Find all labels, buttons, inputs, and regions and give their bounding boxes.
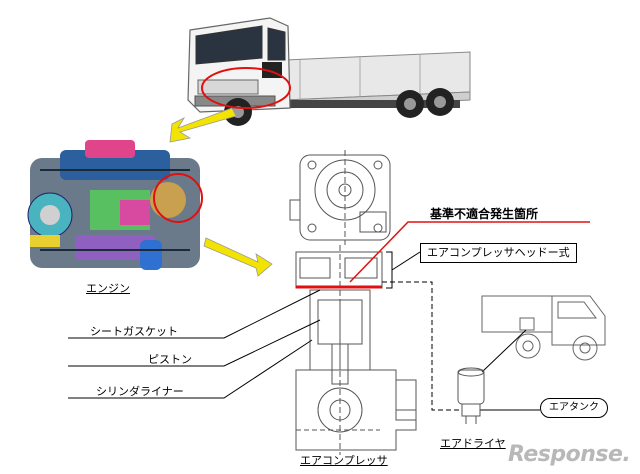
response-watermark: Response. [508,442,631,467]
air-tank-label: エアタンク [540,398,608,418]
truck-line-drawing [481,295,606,361]
fault-location-label: 基準不適合発生箇所 [430,207,539,221]
engine-label: エンジン [86,282,130,295]
compressor-top-view [289,150,391,245]
engine-illustration [27,140,203,270]
compressor-section-view [295,245,417,455]
sheet-gasket-label: シートガスケット [90,325,178,338]
fault-leader-line [349,221,590,283]
air-compressor-label: エアコンプレッサ [300,454,388,467]
truck-illustration [187,17,471,126]
air-dryer-label: エアドライヤ [440,437,506,450]
yellow-arrow-2 [203,237,273,277]
cylinder-liner-label: シリンダライナー [96,385,184,398]
piston-label: ピストン [148,353,192,366]
compressor-head-label: エアコンプレッサヘッドー式 [420,243,577,263]
yellow-arrow-1 [169,107,237,143]
air-dryer-drawing [457,367,485,424]
